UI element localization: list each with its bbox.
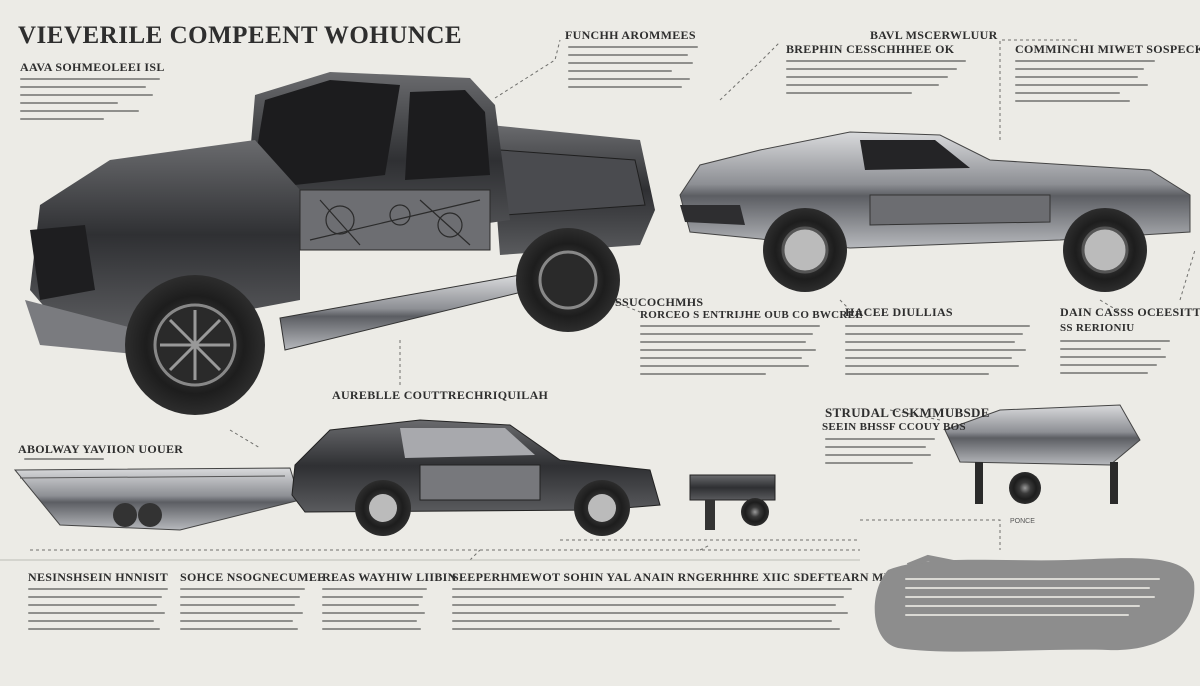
text-block-bottom-2 [180, 588, 305, 630]
text-block-left-caption [24, 458, 104, 460]
callout-panel [874, 554, 1195, 652]
label-bottom-1: NESINSHSEIN HNNISIT [28, 570, 169, 584]
text-block-callout [905, 578, 1160, 616]
text-block-top-center [568, 46, 698, 88]
label-right-caption-sub: SEEIN BHSSF CCOUY BOS [822, 421, 966, 433]
pickup-truck-illustration [25, 72, 655, 415]
boat-hull-illustration [13, 467, 301, 531]
text-block-mid-far-right [1060, 340, 1170, 374]
label-top-right-b: BREPHIN CESSCHHHEE OK [786, 42, 955, 56]
text-block-mid-center [640, 325, 820, 375]
text-block-bottom-1 [28, 588, 168, 630]
label-center-caption: AUREBLLE COUTTRECHRIQUILAH [332, 388, 549, 402]
text-block-top-left [20, 78, 160, 120]
diagram-title: VIEVERILE COMPEENT WOHUNCE [18, 22, 463, 49]
text-block-top-far-right [1015, 60, 1155, 102]
label-mid-center: SSUCOCHMHS [615, 295, 704, 309]
label-top-far-right: COMMINCHI MIWET SOSPECKIE [1015, 42, 1200, 56]
label-top-right-a: BAVL MSCERWLUUR [870, 28, 998, 42]
muscle-car-illustration [291, 419, 661, 536]
label-left-caption: ABOLWAY YAVIION UOUER [18, 442, 184, 456]
classic-car-illustration [679, 131, 1191, 292]
label-bottom-2: SOHCE NSOGNECUMEE [180, 570, 326, 584]
text-block-mid-right [845, 325, 1030, 375]
text-block-right-caption [825, 438, 935, 464]
label-bottom-3: REAS WAYHIW LIIBIN [322, 570, 457, 584]
label-mid-far-right: DAIN CASSS OCEESITTION [1060, 305, 1200, 319]
label-mid-right: HACEE DIULLIAS [845, 305, 953, 319]
text-block-bottom-3 [322, 588, 427, 630]
label-top-center: FUNCHH AROMMEES [565, 28, 696, 42]
small-note: PONCE [1010, 518, 1035, 525]
label-top-left: AAVA SOHMEOLEEI ISL [20, 60, 165, 74]
body-shell-illustration [944, 404, 1141, 504]
label-mid-far-right-sub: SS RERIONIU [1060, 322, 1135, 334]
label-right-caption: STRUDAL CSKMMUBSDE [825, 405, 990, 420]
label-mid-center-sub: RORCEO S ENTRIJHE OUB CO BWCREE [640, 309, 863, 321]
trailer-illustration [689, 474, 776, 530]
label-bottom-4: SEEPERHMEWOT SOHIN YAL ANAIN RNGERHHRE X… [452, 570, 912, 584]
text-block-top-right [786, 60, 966, 94]
text-block-bottom-4 [452, 588, 852, 630]
